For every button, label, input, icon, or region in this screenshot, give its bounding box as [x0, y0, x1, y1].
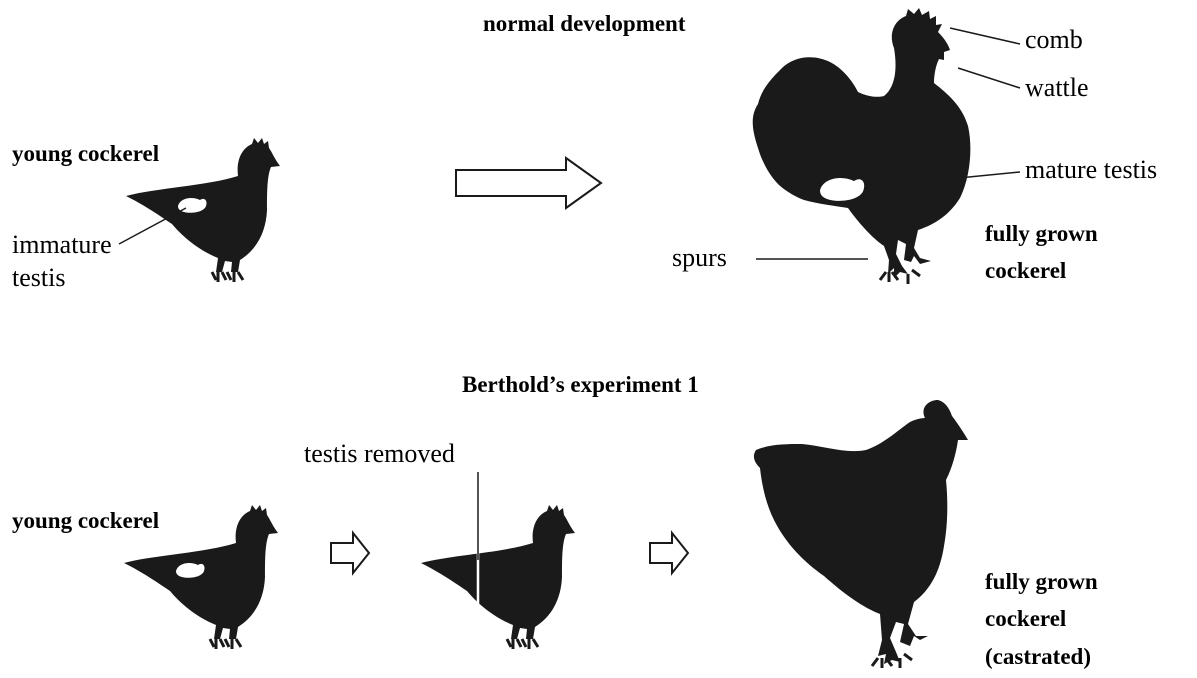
label-young-cockerel-bottom: young cockerel	[12, 508, 159, 533]
rooster-icon	[753, 8, 971, 284]
right-arrow-icon	[650, 533, 688, 573]
heading-normal-development: normal development	[483, 11, 686, 36]
label-comb: comb	[1025, 25, 1083, 54]
label-fully-grown-top-line1: fully grown	[985, 221, 1098, 246]
young-cockerel-castrated-icon	[421, 505, 575, 649]
label-fully-grown-top-line2: cockerel	[985, 258, 1066, 283]
right-arrow-icon	[456, 158, 601, 208]
castrated-cockerel-icon	[754, 400, 968, 668]
label-testis-removed: testis removed	[304, 439, 455, 468]
label-fully-grown-bottom-line1: fully grown	[985, 569, 1098, 594]
label-wattle: wattle	[1025, 73, 1089, 102]
label-fully-grown-bottom-line2: cockerel	[985, 606, 1066, 631]
label-mature-testis: mature testis	[1025, 155, 1157, 184]
label-testis: testis	[12, 263, 65, 292]
label-fully-grown-bottom-line3: (castrated)	[985, 644, 1091, 669]
label-immature: immature	[12, 230, 112, 259]
heading-bertholds-experiment: Berthold’s experiment 1	[462, 372, 699, 397]
label-young-cockerel-top: young cockerel	[12, 141, 159, 166]
label-spurs: spurs	[672, 243, 727, 272]
comb-pointer	[950, 28, 1020, 44]
right-arrow-icon	[331, 533, 369, 573]
wattle-pointer	[958, 68, 1020, 88]
